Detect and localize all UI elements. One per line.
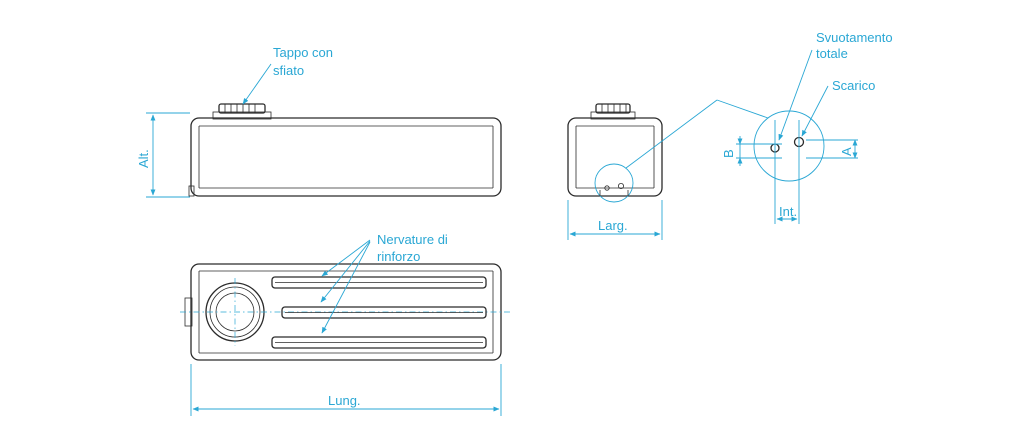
full-drain-label-line1: Svuotamento	[816, 30, 893, 45]
height-label: Alt.	[136, 149, 151, 168]
front-view	[188, 103, 502, 197]
b-dimension: B	[721, 136, 743, 166]
width-dimension: Larg.	[567, 200, 663, 240]
width-label: Larg.	[598, 218, 628, 233]
ribs-label-line1: Nervature di	[377, 232, 448, 247]
reinforcement-ribs	[271, 276, 487, 349]
ribs-callout: Nervature di rinforzo	[320, 232, 448, 334]
length-dimension: Lung.	[190, 364, 502, 416]
top-view	[180, 263, 510, 361]
cap-callout: Tappo con sfiato	[242, 45, 333, 105]
drain-callout: Scarico	[801, 78, 875, 137]
drain-detail	[736, 110, 858, 224]
a-dimension: A	[839, 139, 858, 159]
dim-b-label: B	[721, 149, 736, 158]
detail-leader-1	[625, 99, 718, 169]
side-view	[567, 103, 663, 203]
height-dimension: Alt.	[136, 112, 190, 198]
cap-label-line1: Tappo con	[273, 45, 333, 60]
ribs-label-line2: rinforzo	[377, 249, 420, 264]
dim-a-label: A	[839, 147, 854, 156]
length-label: Lung.	[328, 393, 361, 408]
cap-label-line2: sfiato	[273, 63, 304, 78]
full-drain-label-line2: totale	[816, 46, 848, 61]
vent-cap-front	[212, 103, 272, 120]
full-drain-callout: Svuotamento totale	[778, 30, 893, 141]
drain-label: Scarico	[832, 78, 875, 93]
vent-cap-side	[590, 103, 636, 120]
interaxis-label: Int.	[779, 204, 797, 219]
interaxis-dimension: Int.	[776, 204, 798, 222]
detail-leader-2	[716, 99, 769, 119]
